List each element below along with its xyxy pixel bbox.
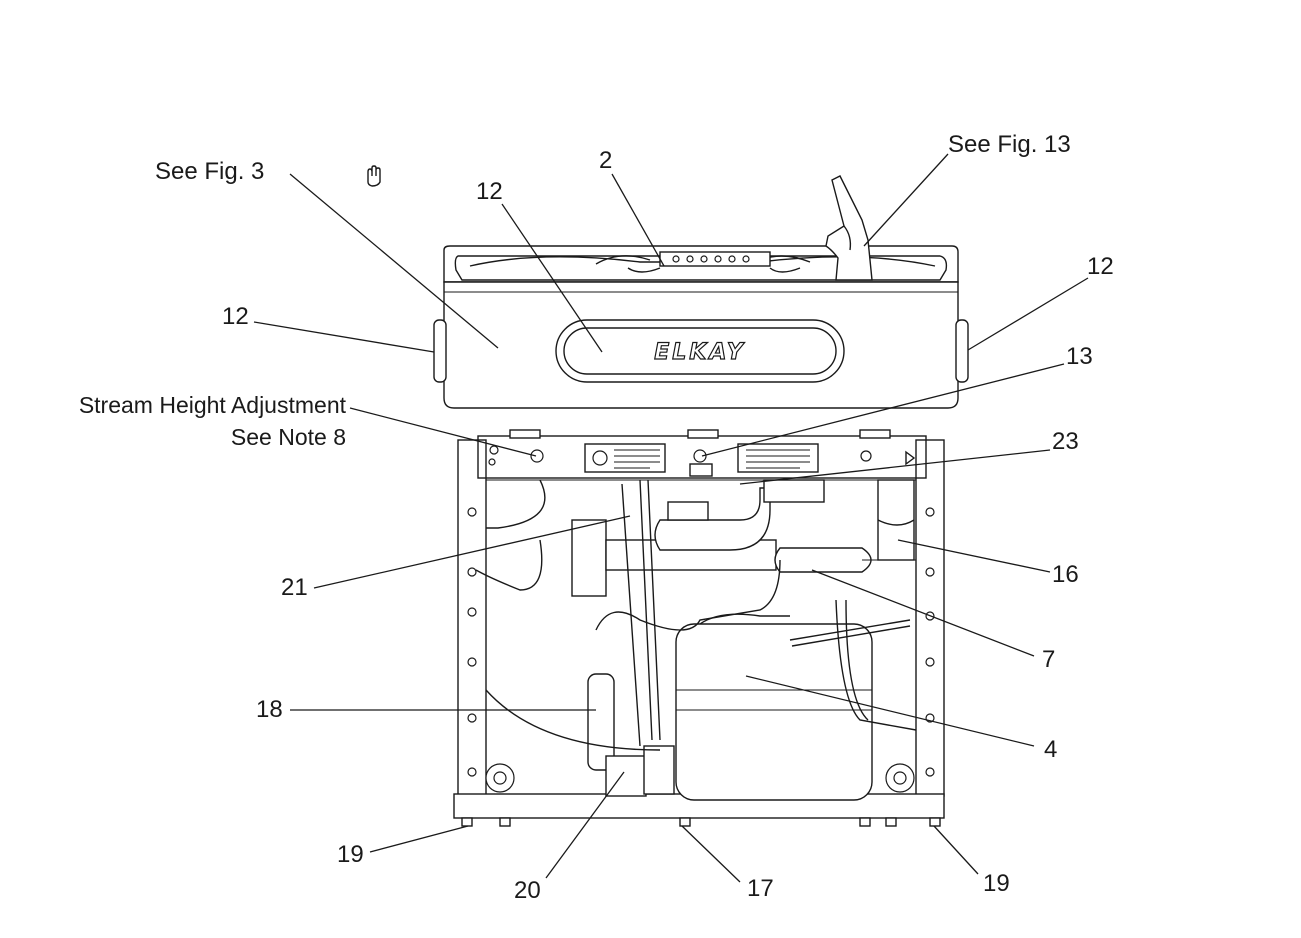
label-item-21: 21 xyxy=(281,574,308,601)
label-item-12-left: 12 xyxy=(222,303,249,330)
label-item-19-right: 19 xyxy=(983,870,1010,897)
label-item-7: 7 xyxy=(1042,646,1055,673)
hand-cursor-icon xyxy=(367,165,381,187)
label-item-12-top: 12 xyxy=(476,178,503,205)
label-item-17: 17 xyxy=(747,875,774,902)
elkay-logo-text: ELKAY xyxy=(654,340,746,365)
label-item-4: 4 xyxy=(1044,736,1057,763)
label-item-2: 2 xyxy=(599,147,612,174)
control-plate xyxy=(477,429,927,479)
label-item-16: 16 xyxy=(1052,561,1079,588)
label-item-23: 23 xyxy=(1052,428,1079,455)
label-see-note-8: See Note 8 xyxy=(231,424,346,450)
leader-lines xyxy=(253,153,1089,883)
label-see-fig-3: See Fig. 3 xyxy=(155,158,264,185)
internal-components xyxy=(475,479,917,801)
basin-top xyxy=(443,245,959,283)
callout-labels: See Fig. 3 2 See Fig. 13 12 12 12 13 Str… xyxy=(79,131,1114,904)
bubbler-spout xyxy=(825,175,873,281)
label-item-19-left: 19 xyxy=(337,841,364,868)
label-item-20: 20 xyxy=(514,877,541,904)
label-see-fig-13: See Fig. 13 xyxy=(948,131,1071,158)
label-item-12-right: 12 xyxy=(1087,253,1114,280)
label-item-18: 18 xyxy=(256,696,283,723)
label-item-13: 13 xyxy=(1066,343,1093,370)
front-panel: ELKAY xyxy=(433,281,969,409)
label-stream-height-adjustment: Stream Height Adjustment xyxy=(79,392,347,418)
